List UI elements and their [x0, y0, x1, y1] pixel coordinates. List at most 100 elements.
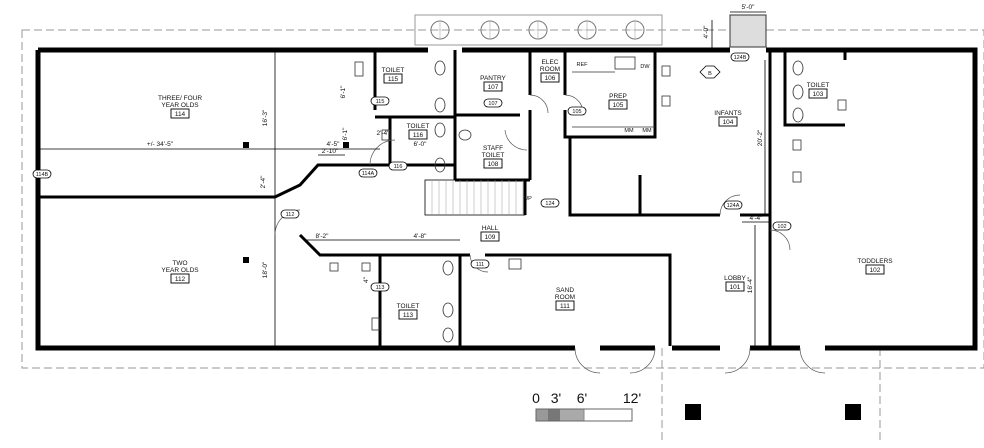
column-b-marker	[699, 65, 721, 79]
room-name-line2: ROOM	[540, 66, 560, 73]
room-number: 105	[613, 102, 624, 109]
room-name-line2: YEAR OLDS	[161, 102, 199, 109]
room-number: 101	[730, 284, 741, 291]
room-name: THREE/ FOUR	[158, 95, 202, 102]
room-name: TOILET	[397, 303, 420, 310]
door-swings	[274, 94, 826, 374]
column	[343, 142, 349, 148]
porch-column	[845, 404, 861, 420]
dimension-label: 8'-2"	[316, 233, 330, 240]
room-label: TOILET 116	[407, 123, 430, 140]
porch-outline	[661, 348, 881, 440]
door-tag: 107	[483, 98, 503, 108]
room-label: HALL 109	[480, 225, 500, 242]
dimension-label: 4"	[363, 276, 370, 283]
room-name: LOBBY	[724, 275, 746, 282]
room-name: ELEC	[542, 59, 559, 66]
room-number: 112	[175, 276, 186, 283]
door-tag-number: 105	[572, 109, 581, 115]
scale-bar: 0 3' 6' 12'	[532, 390, 641, 422]
room-number: 109	[485, 234, 496, 241]
door-tag: 105	[567, 106, 587, 116]
mm-label: MM	[624, 128, 634, 134]
door-tag-number: 111	[476, 262, 484, 268]
room-number: 107	[488, 84, 499, 91]
door-tag: 114A	[358, 168, 378, 178]
room-label: PREP 105	[608, 93, 628, 110]
door-tag: 115	[370, 96, 390, 106]
room-number: 111	[560, 303, 570, 310]
room-name: PANTRY	[480, 75, 506, 82]
door-tag-number: 124B	[734, 55, 747, 61]
roof-vents	[414, 14, 663, 46]
door-tags: 114B 114A 112 115 116 107 105 124 124A 124B 102 111…	[32, 52, 792, 292]
room-name: SAND	[556, 287, 574, 294]
mm-label: MM	[642, 128, 652, 134]
room-name: TOILET	[407, 123, 430, 130]
dimension-label: 2'-10"	[322, 148, 339, 155]
room-label: PANTRY 107	[480, 75, 507, 92]
dimension-label: 16'-3"	[262, 109, 269, 126]
room-name: HALL	[482, 225, 499, 232]
scale-tick: 3'	[551, 390, 561, 406]
door-tag: 124	[540, 198, 560, 208]
dimension-label: 4'-8"	[414, 233, 428, 240]
door-tag-number: 107	[488, 101, 497, 107]
door-tag-number: 114B	[36, 172, 49, 178]
door-tag: 124A	[723, 200, 743, 210]
fixtures	[329, 56, 847, 343]
room-name: TOILET	[382, 67, 405, 74]
door-tag-number: 113	[376, 285, 385, 291]
door-tag: 112	[280, 209, 300, 219]
door-tag-number: 112	[286, 212, 295, 218]
column-b-label: B	[708, 71, 712, 77]
column	[243, 257, 249, 263]
room-number: 108	[488, 161, 499, 168]
room-name: STAFF	[483, 145, 503, 152]
door-tag: 114B	[32, 169, 52, 179]
door-tag: 124B	[730, 52, 750, 62]
room-number: 106	[545, 75, 556, 82]
room-name: INFANTS	[714, 110, 742, 117]
door-tag-number: 116	[394, 164, 403, 170]
dimension-label: 5'-0"	[742, 4, 756, 11]
dimension-label: 6'-0"	[414, 141, 428, 148]
room-name-line2: ROOM	[555, 294, 575, 301]
room-name: PREP	[609, 93, 627, 100]
room-label: INFANTS 104	[714, 110, 742, 127]
dimension-label: 6'-1"	[340, 85, 347, 99]
dimension-label: +/- 34'-5"	[147, 141, 174, 148]
dimension-label: 4'-5"	[327, 141, 341, 148]
column	[243, 142, 249, 148]
interior-walls	[38, 50, 847, 346]
door-tag: 113	[370, 282, 390, 292]
dimension-label: 6'-1"	[342, 127, 349, 141]
stair-up-label: UP	[524, 196, 532, 202]
dimension-label: 16'-4"	[747, 276, 754, 293]
dimension-label: 20'-2"	[757, 129, 764, 146]
door-tag-number: 124	[545, 201, 554, 207]
door-tag: 102	[772, 221, 792, 231]
door-tag-number: 115	[376, 99, 385, 105]
room-number: 103	[813, 91, 824, 98]
dimension-label: 4'-0"	[703, 25, 710, 39]
room-number: 116	[413, 132, 424, 139]
dw-label: DW	[640, 64, 650, 70]
ref-label: REF	[577, 62, 589, 68]
room-name-line2: TOILET	[482, 152, 505, 159]
dimension-label: 18'-0"	[262, 261, 269, 278]
door-tag: 111	[470, 259, 490, 269]
room-number: 102	[870, 267, 881, 274]
room-name-line2: YEAR OLDS	[161, 267, 199, 274]
room-number: 104	[723, 119, 734, 126]
stair: UP	[424, 179, 532, 216]
